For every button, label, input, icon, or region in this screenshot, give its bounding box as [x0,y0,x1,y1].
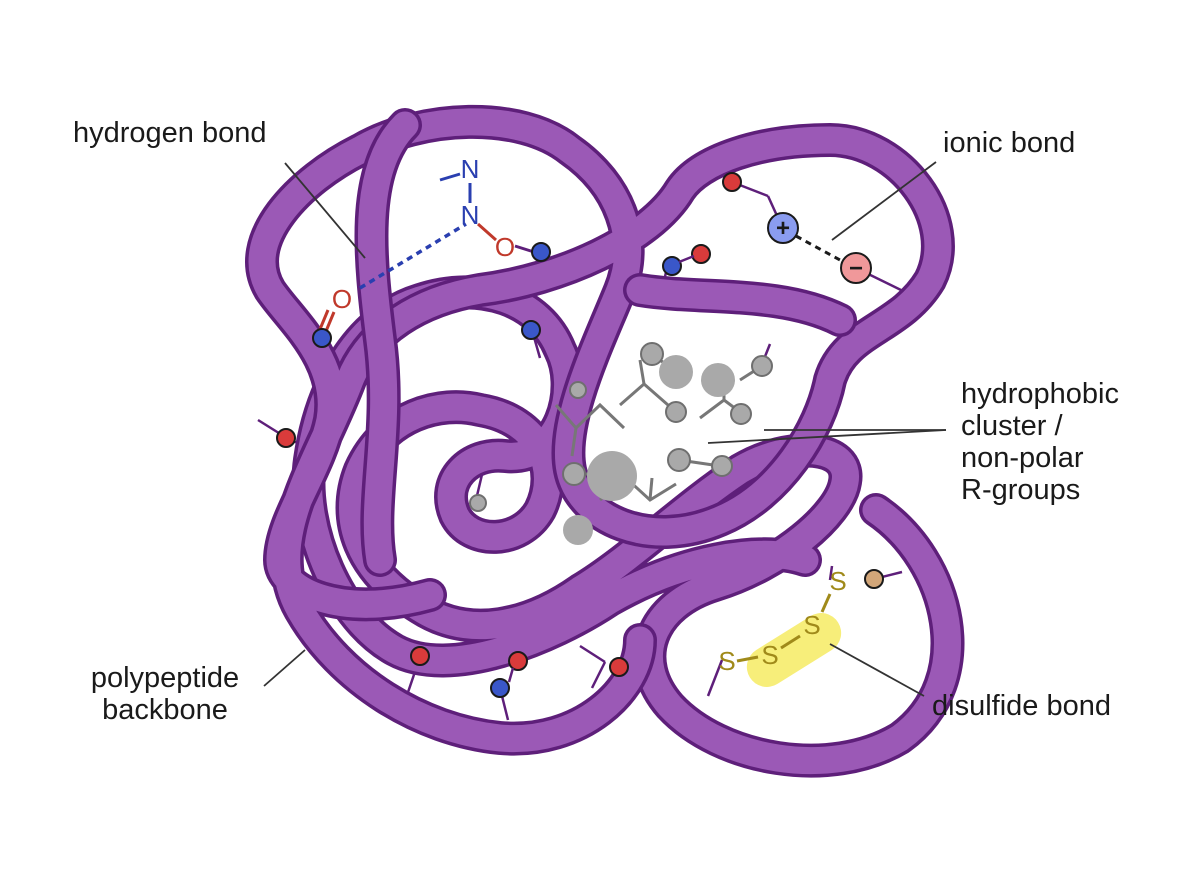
hydrophobic-blob [563,515,593,545]
ionic-bond-dashed-line [795,234,841,262]
polar-pair-bond [507,667,515,683]
o-atom-bond [514,244,535,254]
disulfide-bond-group: S S S S [718,566,847,687]
sulfur-atom: S [718,646,735,676]
hydrophobic-atom [667,448,691,472]
polar-atom-blue [521,320,541,340]
leader-lines [263,161,947,697]
leader-backbone [263,649,306,687]
sulfur-atom: S [803,610,820,640]
label-hydrogen-bond: hydrogen bond [73,117,267,149]
nitrogen-atom-upper: N [461,154,480,184]
label-backbone-line1: polypeptide [90,662,240,694]
polypeptide-backbone [245,104,965,778]
leader-hydrogen-bond [284,162,366,259]
leader-ionic-bond [831,161,937,241]
hydrophobic-atom [711,455,733,477]
hydrogen-bond-dashed-line [359,222,467,290]
polar-atoms [276,172,884,698]
negative-charge: − [849,255,863,282]
sulfur-atom: S [829,566,846,596]
amine-stub [439,172,461,182]
hydrophobic-atom [469,494,487,512]
polar-atom-red [410,646,430,666]
polar-atom-red [722,172,742,192]
label-disulfide-bond: disulfide bond [932,690,1111,722]
polar-atom-red [276,428,296,448]
polar-pair-bond [678,254,695,264]
label-hydrophobic-line3: non-polar [961,442,1084,474]
polar-atom-blue [531,242,551,262]
hydrophobic-blob [659,355,693,389]
label-ionic-bond: ionic bond [943,127,1076,159]
leader-hydrophobic-1 [707,429,947,444]
polar-atom-red [508,651,528,671]
label-hydrophobic-cluster: hydrophobic cluster / non-polar R-groups [961,378,1119,506]
label-hydrophobic-line4: R-groups [961,474,1081,506]
hydrogen-bond-group: N N O O [316,154,535,337]
hydrophobic-blob-large [587,451,637,501]
label-hydrophobic-line2: cluster / [961,410,1063,442]
label-backbone-line2: backbone [102,694,228,726]
oxygen-atom-right: O [495,232,515,262]
sulfur-atom: S [761,640,778,670]
polar-atom-blue [490,678,510,698]
label-hydrophobic-line1: hydrophobic [961,378,1119,410]
cation [767,212,799,244]
oxygen-atom-left: O [332,284,352,314]
hydrophobic-atom [751,355,773,377]
positive-charge: + [776,215,790,242]
disulfide-highlight [746,613,842,687]
polar-atom-blue [662,256,682,276]
hydrophobic-atom [562,462,586,486]
hydrophobic-atom [569,381,587,399]
anion [840,252,872,284]
polar-atom-red [691,244,711,264]
hydrophobic-atom [640,342,664,366]
hydrophobic-atom [730,403,752,425]
nitrogen-atom-lower: N [461,200,480,230]
n-o-bond [477,222,497,242]
leader-disulfide [829,643,925,697]
hydrophobic-atom [665,401,687,423]
ionic-bond-group: + − [767,212,872,284]
polar-atom-red [609,657,629,677]
hydrophobic-cluster [469,342,773,545]
label-polypeptide-backbone: polypeptide backbone [77,662,253,726]
polar-atom-blue [312,328,332,348]
polar-atom-tan [864,569,884,589]
hydrophobic-blob [701,363,735,397]
